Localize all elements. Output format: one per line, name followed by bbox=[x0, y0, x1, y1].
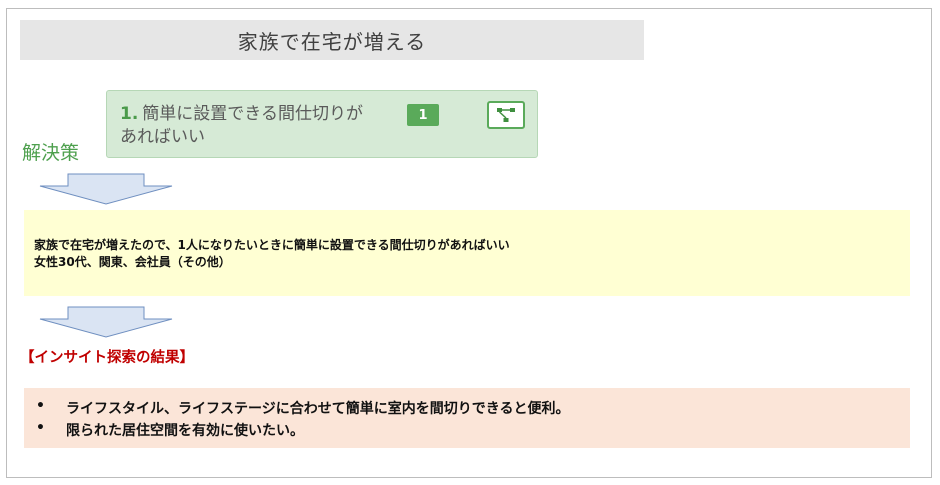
solution-label: 解決策 bbox=[22, 142, 80, 164]
insight-result-heading: 【インサイト探索の結果】 bbox=[20, 350, 194, 366]
result-item: • 限られた居住空間を有効に使いたい。 bbox=[36, 420, 304, 440]
result-item-text: 限られた居住空間を有効に使いたい。 bbox=[66, 423, 304, 439]
bullet: • bbox=[36, 398, 45, 414]
bullet: • bbox=[36, 420, 45, 436]
insight-result-box: • ライフスタイル、ライフステージに合わせて簡単に室内を間切りできると便利。 •… bbox=[24, 388, 910, 448]
card-text: 1.簡単に設置できる間仕切りがあればいい bbox=[120, 103, 375, 149]
down-arrow-1 bbox=[39, 173, 173, 205]
hierarchy-button[interactable] bbox=[487, 101, 525, 129]
page-title: 家族で在宅が増える bbox=[20, 20, 644, 60]
count-badge[interactable]: 1 bbox=[407, 104, 439, 126]
quote-line-2: 女性30代、関東、会社員（その他） bbox=[34, 255, 231, 269]
down-arrow-2 bbox=[39, 306, 173, 338]
result-item-text: ライフスタイル、ライフステージに合わせて簡単に室内を間切りできると便利。 bbox=[66, 401, 570, 417]
slide-frame bbox=[6, 8, 932, 478]
solution-card[interactable]: 1.簡単に設置できる間仕切りがあればいい 1 bbox=[106, 90, 538, 158]
hierarchy-icon bbox=[497, 108, 515, 122]
quote-line-1: 家族で在宅が増えたので、1人になりたいときに簡単に設置できる間仕切りがあればいい bbox=[34, 238, 510, 252]
card-number: 1. bbox=[120, 104, 139, 124]
result-item: • ライフスタイル、ライフステージに合わせて簡単に室内を間切りできると便利。 bbox=[36, 398, 569, 418]
card-label: 簡単に設置できる間仕切りがあればいい bbox=[120, 104, 363, 147]
quote-box: 家族で在宅が増えたので、1人になりたいときに簡単に設置できる間仕切りがあればいい… bbox=[24, 210, 910, 296]
